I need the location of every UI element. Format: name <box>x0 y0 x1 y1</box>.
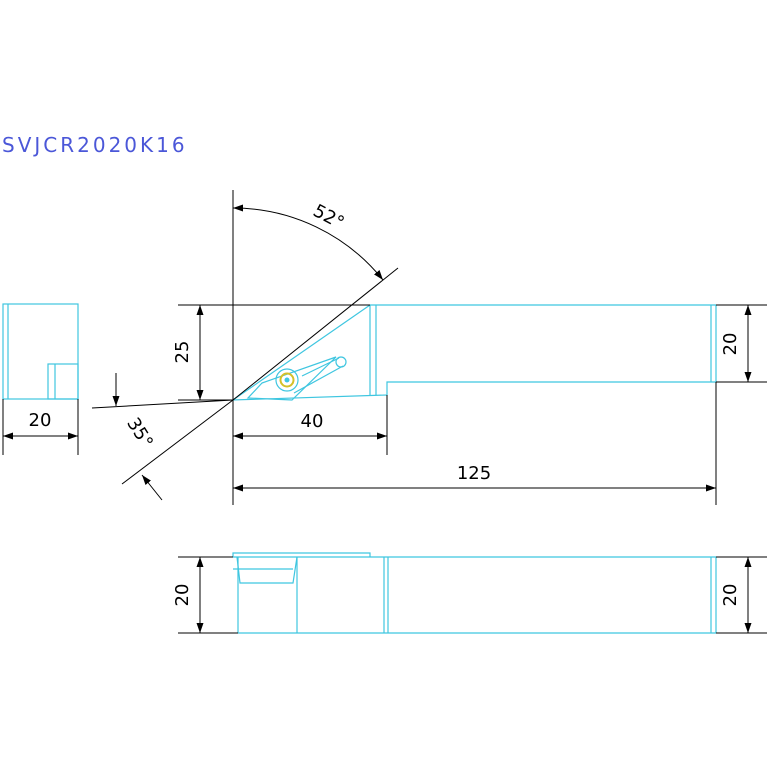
dim-shank-height-right: 20 <box>716 304 767 383</box>
dim-label-head-length: 40 <box>301 411 324 432</box>
dim-label-bottom-height-left: 20 <box>172 584 193 607</box>
insert-outline <box>246 356 337 401</box>
dim-angle-35: 35° <box>91 373 234 501</box>
bottom-view-top-edge <box>232 552 371 557</box>
insert-screw-center <box>284 377 290 383</box>
top-view <box>230 304 717 401</box>
side-view-outline <box>2 303 79 400</box>
dim-label-bottom-height-right: 20 <box>720 584 741 607</box>
clamp-screw <box>335 356 347 368</box>
bottom-view <box>232 552 717 634</box>
dim-label-shank-height-right: 20 <box>720 333 741 356</box>
side-view <box>2 303 79 400</box>
dim-label-angle-52: 52° <box>310 200 348 234</box>
drawing-title: SVJCR2020K16 <box>2 133 188 157</box>
insert-screw-outer <box>275 368 299 392</box>
dim-side-width: 20 <box>2 399 79 455</box>
dim-bottom-height-right: 20 <box>716 556 767 634</box>
head-outline <box>230 304 716 401</box>
dim-overall-length: 125 <box>233 382 717 505</box>
clamp-arm-lower <box>293 365 344 394</box>
bottom-view-pocket <box>236 556 298 584</box>
dim-bottom-height-left: 20 <box>172 556 238 634</box>
dim-label-overall-length: 125 <box>457 463 491 484</box>
insert-screw-ring <box>279 372 295 388</box>
side-view-pocket <box>47 363 79 400</box>
dim-head-height: 25 <box>172 304 370 401</box>
dim-label-side-width: 20 <box>29 410 52 431</box>
dim-label-head-height: 25 <box>172 341 193 364</box>
dim-head-length: 40 <box>233 395 388 455</box>
dim-label-angle-35: 35° <box>122 414 157 452</box>
clamp-arm-upper <box>301 357 340 377</box>
